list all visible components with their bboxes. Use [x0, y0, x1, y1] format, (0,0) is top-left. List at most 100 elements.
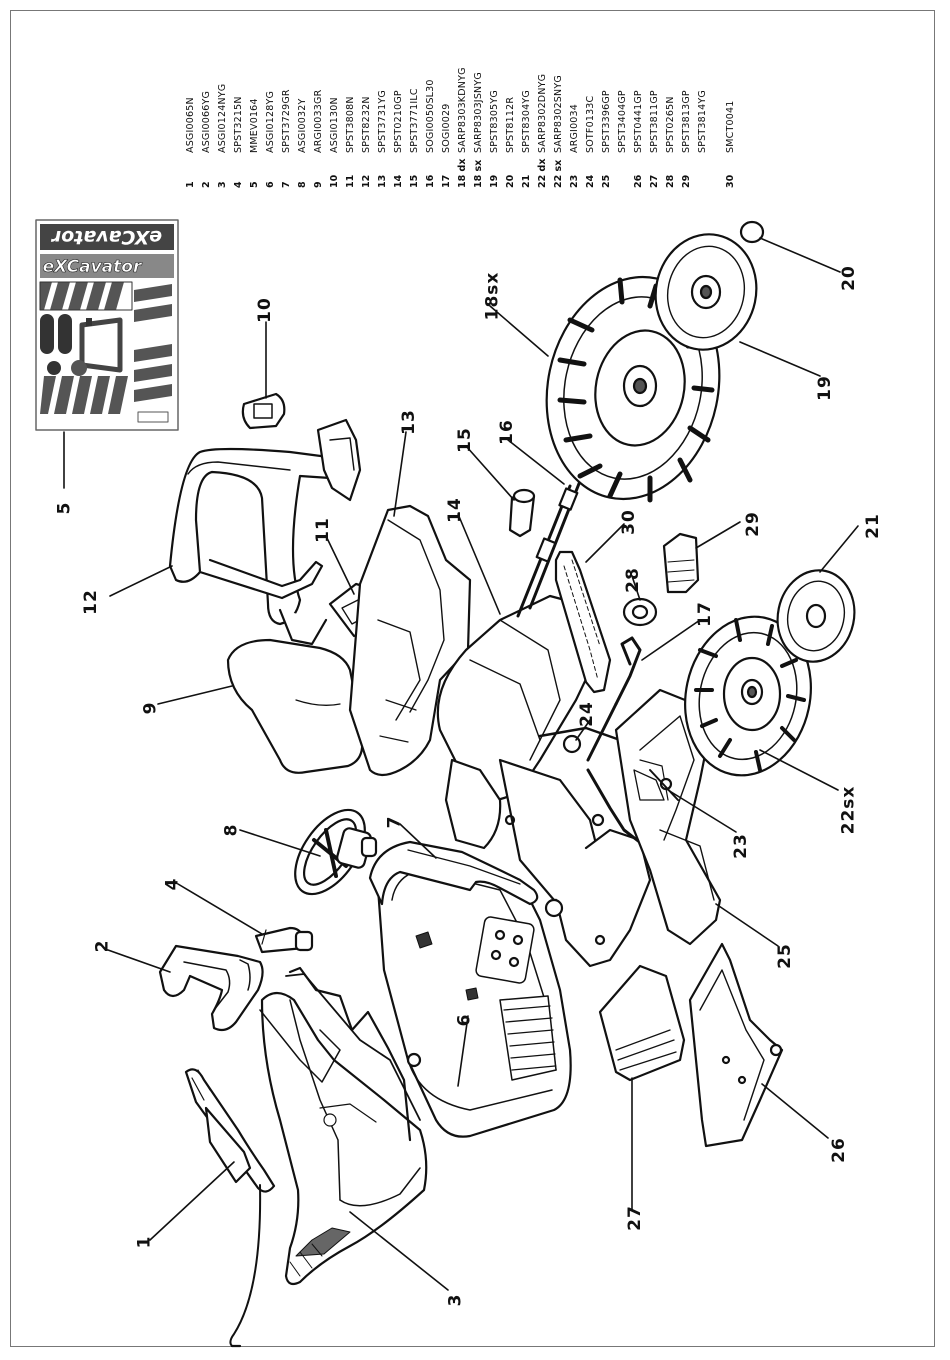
part-30-chain	[554, 550, 612, 694]
callout-2: 2	[92, 939, 113, 953]
part-number: 3	[217, 181, 228, 188]
callout-6: 6	[454, 1013, 475, 1027]
part-number: 18 sx	[473, 159, 484, 188]
callout-19: 19	[814, 375, 835, 401]
callout-15: 15	[454, 427, 475, 453]
callout-16: 16	[496, 419, 517, 445]
callout-3: 3	[445, 1293, 466, 1307]
part-code: ASGI0066YG	[201, 90, 212, 153]
part-4-bolt	[254, 926, 314, 954]
part-number: 24	[585, 174, 596, 188]
part-2-pedal-bracket	[158, 944, 264, 1032]
part-code: SPST3215N	[233, 96, 244, 153]
part-29-cap	[662, 532, 700, 594]
callout-17: 17	[694, 601, 715, 627]
part-code: SARP8303KDNYG	[457, 67, 468, 153]
part-code: SPST8112R	[505, 96, 516, 153]
part-code: SPST8304YG	[521, 90, 532, 153]
part-25-bucket-frame	[614, 688, 722, 946]
callout-7: 7	[384, 815, 405, 829]
part-code: SPST3808N	[345, 96, 356, 153]
part-number: 8	[297, 181, 308, 188]
parts-row: 14 SPST0210GP	[393, 38, 409, 188]
callout-1: 1	[134, 1235, 155, 1249]
callout-5: 5	[54, 501, 75, 515]
part-number: 2	[201, 181, 212, 188]
part-code: SPST3771ILC	[409, 88, 420, 153]
callout-13: 13	[398, 409, 419, 435]
parts-row: 21 SPST8304YG	[521, 38, 537, 188]
part-code: ASGI0032Y	[297, 98, 308, 153]
part-code: ASGI0128YG	[265, 90, 276, 153]
part-number: 16	[425, 174, 436, 188]
part-14-body	[436, 594, 652, 968]
part-number: 15	[409, 174, 420, 188]
parts-row: 6 ASGI0128YG	[265, 38, 281, 188]
parts-row: 1 ASGI0065N	[185, 38, 201, 188]
part-16-shaft	[516, 474, 584, 618]
part-number: 29	[681, 174, 692, 188]
part-number: 6	[265, 181, 276, 188]
part-code: SPST3814YG	[697, 90, 708, 153]
part-13-seat-frame	[348, 504, 472, 777]
callout-18sx: 18sx	[482, 271, 503, 321]
page-border	[10, 10, 935, 1347]
part-number: 9	[313, 181, 324, 188]
part-number: 25	[601, 174, 612, 188]
part-number: 7	[281, 181, 292, 188]
part-number: 1	[185, 181, 196, 188]
parts-row: 29 SPST3813GP	[681, 38, 697, 188]
part-7-panel	[368, 840, 539, 906]
part-22sx-front-wheel	[684, 615, 812, 777]
callout-21: 21	[862, 513, 883, 539]
part-code: SPST0265N	[665, 96, 676, 153]
part-20-cap	[739, 220, 765, 244]
part-12-roll-bar	[168, 418, 362, 646]
callout-8: 8	[221, 823, 242, 837]
parts-row: SPST3814YG	[697, 38, 713, 188]
parts-row: 18 dx SARP8303KDNYG	[457, 38, 473, 188]
part-code: SPST3813GP	[681, 90, 692, 153]
part-code: SPST3731YG	[377, 90, 388, 153]
sticker-sheet: eXCavator eXCavator	[35, 219, 179, 431]
callout-12: 12	[80, 589, 101, 615]
part-10-clip	[241, 392, 286, 430]
part-number: 18 dx	[457, 158, 468, 188]
part-code: SARP8302DNYG	[537, 73, 548, 153]
part-code: ASGI0065N	[185, 97, 196, 153]
part-code: ASGI0130N	[329, 97, 340, 153]
callout-22sx: 22sx	[838, 785, 859, 835]
part-code: SPST0441GP	[633, 90, 644, 153]
part-number: 21	[521, 174, 532, 188]
part-21-hubcap	[776, 569, 856, 663]
parts-row: SPST3404GP	[617, 38, 633, 188]
parts-row: 2 ASGI0066YG	[201, 38, 217, 188]
part-number: 11	[345, 174, 356, 188]
part-26-tray	[688, 942, 784, 1148]
part-number: 28	[665, 174, 676, 188]
callout-20: 20	[838, 265, 859, 291]
part-code: SPST0210GP	[393, 90, 404, 153]
parts-row: 15 SPST3771ILC	[409, 38, 425, 188]
part-3-front-fender	[259, 966, 428, 1286]
parts-row: 11 SPST3808N	[345, 38, 361, 188]
part-number: 14	[393, 174, 404, 188]
part-15-connector	[508, 488, 536, 538]
part-code: SPST3396GP	[601, 90, 612, 153]
part-number: 22 sx	[553, 159, 564, 188]
parts-row: 8 ASGI0032Y	[297, 38, 313, 188]
part-number: 19	[489, 174, 500, 188]
callout-10: 10	[254, 297, 275, 323]
part-19-hubcap	[654, 233, 758, 351]
callout-9: 9	[140, 701, 161, 715]
